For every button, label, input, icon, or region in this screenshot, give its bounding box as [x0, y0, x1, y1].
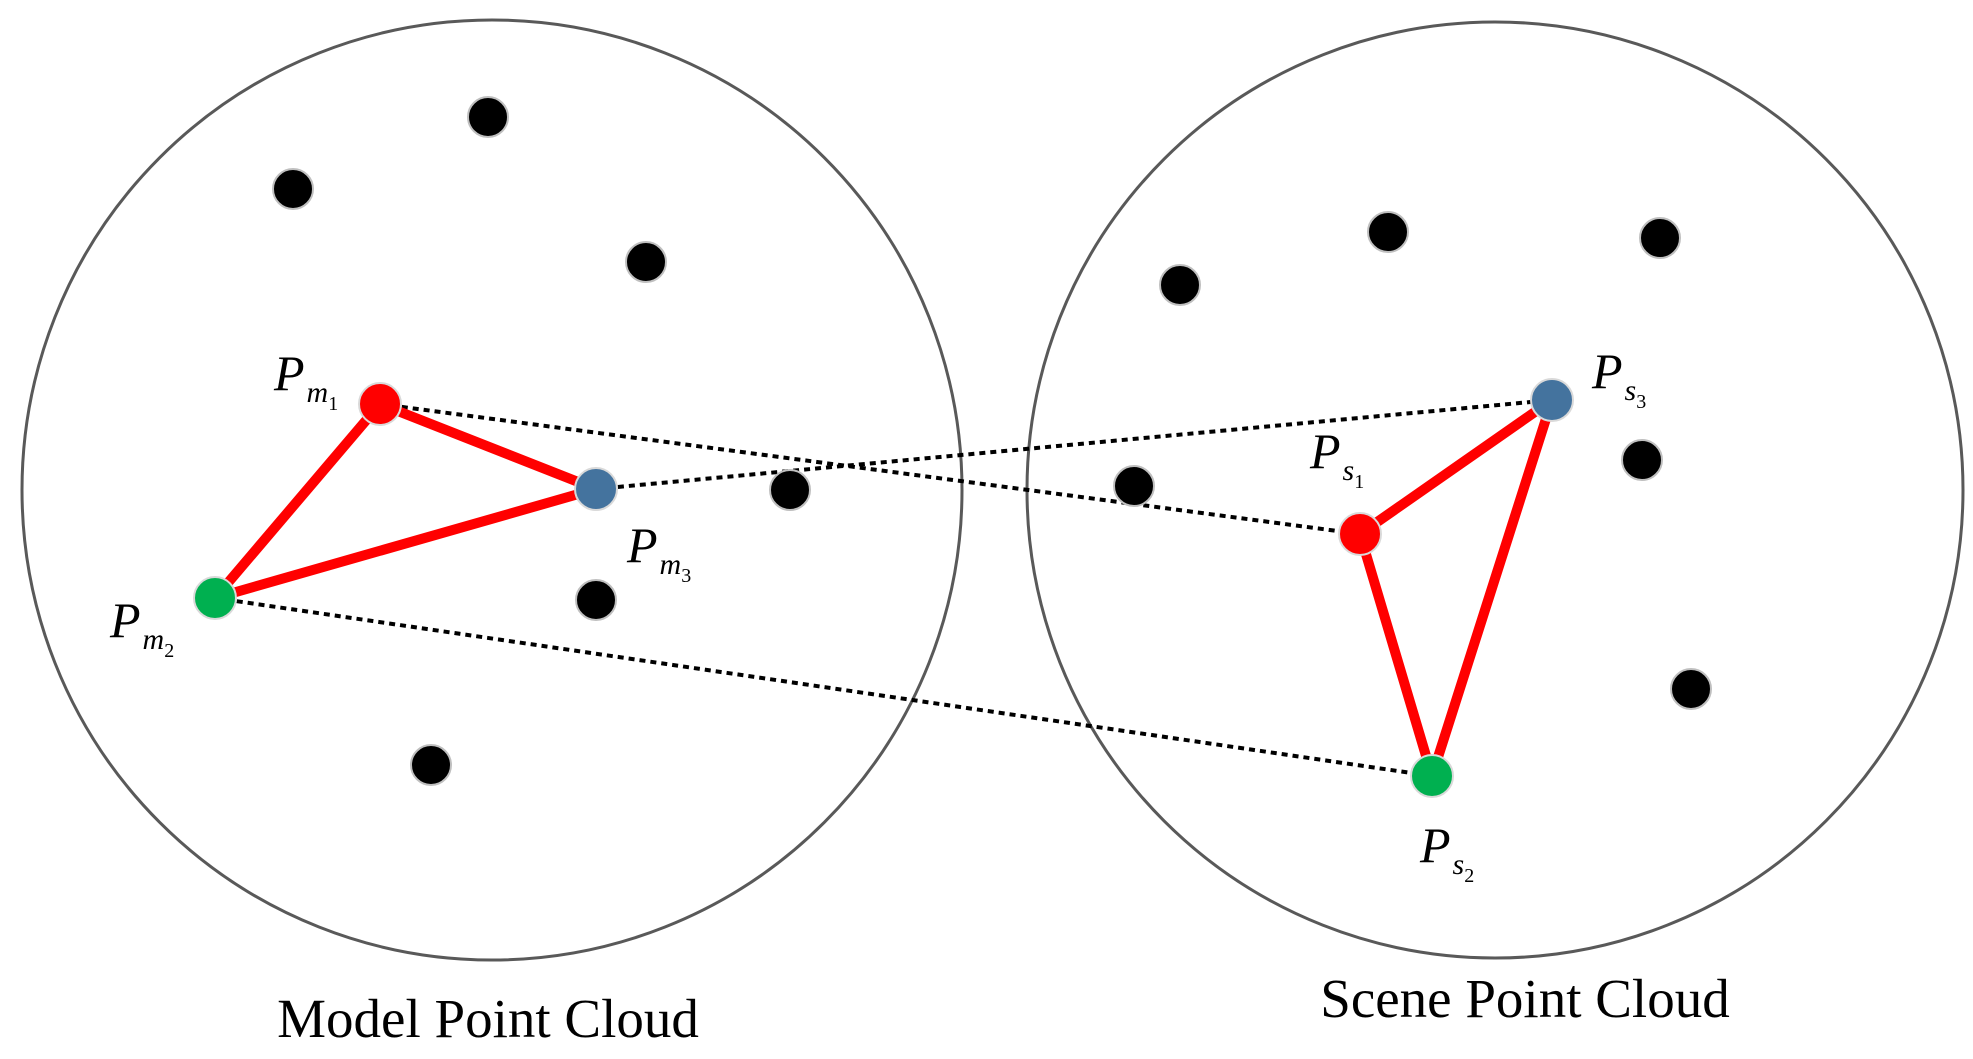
scene-point-3 [1530, 378, 1574, 422]
correspondence-line-1 [379, 402, 1361, 536]
scene-cloud-boundary [1025, 20, 1965, 960]
scene-triangle-edge-1-3 [1355, 395, 1557, 539]
scene-point [1367, 211, 1409, 253]
scene-point [1670, 668, 1712, 710]
scene-point-1 [1338, 512, 1382, 556]
model-point-2 [193, 576, 237, 620]
model-triangle-edge-1-2 [210, 399, 385, 603]
scene-point-2 [1410, 754, 1454, 798]
correspondence-line-2 [214, 596, 1433, 778]
label-ps1: Ps1 [1309, 423, 1364, 493]
scene-key-points [1338, 378, 1574, 798]
correspondence-line-3 [595, 398, 1553, 491]
model-point [467, 96, 509, 138]
label-pm3: Pm3 [626, 517, 691, 587]
scene-triangle-edge-2-3 [1427, 395, 1557, 781]
scene-cloud-caption: Scene Point Cloud [1320, 968, 1729, 1029]
model-point [575, 579, 617, 621]
scene-point [1113, 465, 1155, 507]
model-key-points [193, 382, 618, 620]
model-triangle [210, 399, 601, 603]
correspondence-lines [214, 398, 1553, 778]
model-point-1 [358, 382, 402, 426]
label-ps3: Ps3 [1591, 343, 1646, 413]
model-point [272, 168, 314, 210]
model-cloud-caption: Model Point Cloud [277, 988, 699, 1049]
model-triangle-edge-2-3 [210, 484, 601, 603]
model-point-3 [574, 467, 618, 511]
model-cloud-boundary [20, 18, 964, 962]
label-pm2: Pm2 [109, 592, 174, 662]
model-triangle-edge-1-3 [375, 399, 601, 494]
scene-point [1639, 217, 1681, 259]
scene-point [1621, 439, 1663, 481]
label-ps2: Ps2 [1419, 817, 1474, 887]
model-other-points [272, 96, 811, 786]
model-point [410, 744, 452, 786]
scene-triangle-edge-1-2 [1355, 529, 1437, 781]
model-point [625, 241, 667, 283]
scene-triangle [1355, 395, 1557, 781]
scene-other-points [1113, 211, 1712, 710]
scene-point [1159, 264, 1201, 306]
model-point [769, 469, 811, 511]
label-pm1: Pm1 [273, 345, 338, 415]
